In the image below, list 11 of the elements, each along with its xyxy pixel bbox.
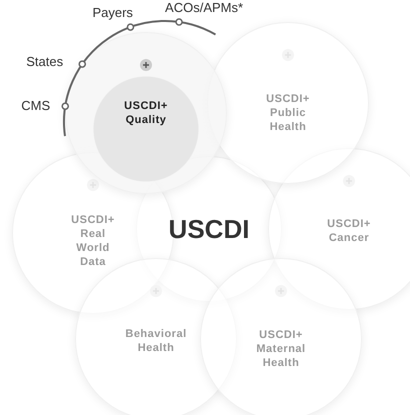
node-label: USCDI [168,214,250,244]
node-label: USCDI+ Real World Data [70,213,116,269]
node-label: USCDI+ Public Health [265,92,311,134]
node-label: USCDI+ Quality [123,99,169,127]
node-label: USCDI+ Maternal Health [255,328,307,370]
node-label: Behavioral Health [125,327,187,355]
node-label: USCDI+ Cancer [326,217,372,245]
stakeholder-label: States [26,54,64,70]
stakeholder-label: CMS [21,98,50,114]
stakeholder-label: ACOs/APMs* [165,0,244,15]
stakeholder-label: Payers [92,5,133,20]
